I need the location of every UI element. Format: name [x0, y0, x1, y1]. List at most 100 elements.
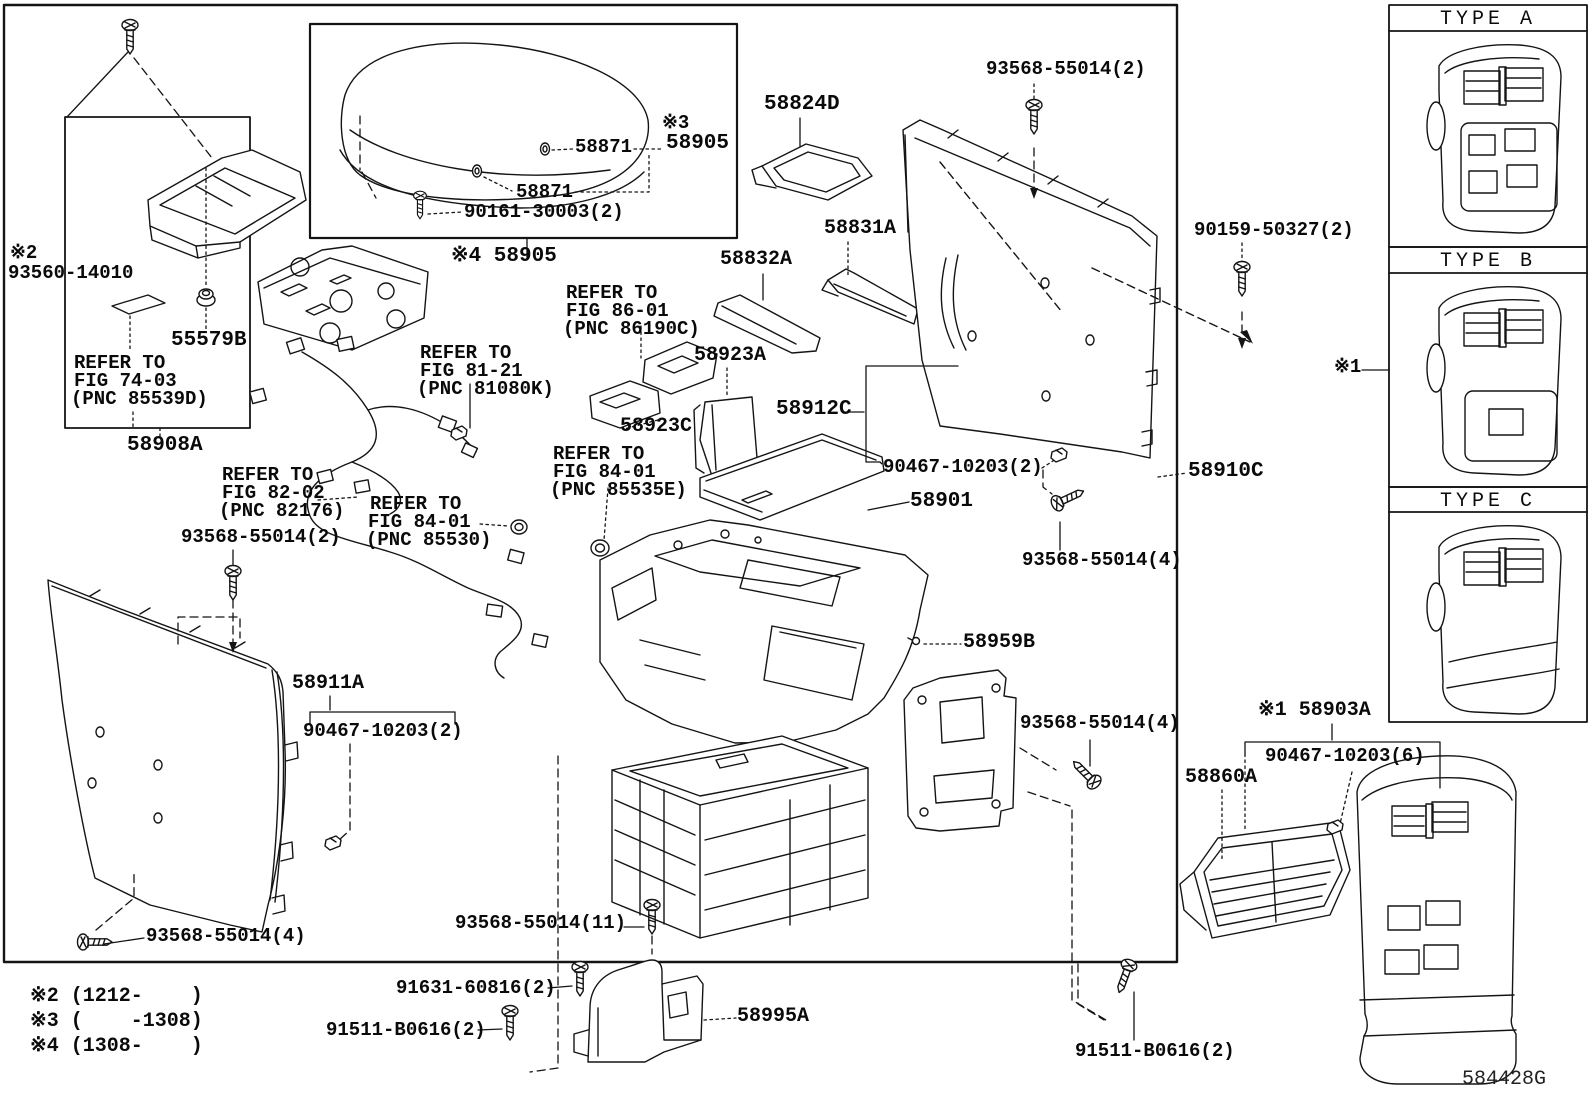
bolt-icon — [501, 1004, 519, 1041]
trim-58831A-drawing — [821, 268, 919, 325]
bracket-plate-drawing — [903, 669, 1017, 832]
wire-harness-drawing — [248, 335, 610, 679]
legend-line-4: ※4 (1308- ) — [30, 1035, 203, 1058]
ref-mark-3: ※3 — [662, 112, 690, 134]
rear-panel-58903A-drawing — [1356, 755, 1517, 1085]
pn-91511-B0616-right: 91511-B0616(2) — [1075, 1040, 1235, 1062]
ref-mark-2: ※2 — [10, 242, 38, 264]
pn-93568-55014-r4b: 93568-55014(4) — [1020, 712, 1180, 734]
note-fig82-line2: FIG 82-02 — [222, 482, 325, 504]
type-a-panel-drawing — [1426, 43, 1562, 234]
pn-90467-10203-left: 90467-10203(2) — [303, 720, 463, 742]
vent-58860A-drawing — [1179, 821, 1351, 939]
screw-icon — [76, 933, 113, 951]
rear-panel-58910C-drawing — [902, 119, 1251, 459]
type-b-header: TYPE B — [1439, 250, 1536, 273]
switch-58923C-drawing — [589, 341, 718, 429]
pn-93568-55014-bl4: 93568-55014(4) — [146, 925, 306, 947]
trim-58832A-drawing — [713, 294, 821, 354]
pn-90161-30003: 90161-30003(2) — [464, 201, 624, 223]
type-a-header: TYPE A — [1439, 8, 1536, 31]
note-fig74-line1: REFER TO — [74, 352, 166, 374]
pn-91511-B0616-left: 91511-B0616(2) — [326, 1019, 486, 1041]
note-fig86-line3: (PNC 86190C) — [563, 318, 700, 340]
gasket-58824D-drawing — [751, 143, 873, 201]
type-b-panel-drawing — [1426, 285, 1562, 476]
console-body-drawing — [599, 519, 929, 744]
pn-58860A: 58860A — [1185, 766, 1258, 789]
mat-58901-drawing — [699, 433, 885, 521]
console-upper-tray-drawing — [147, 149, 307, 259]
pn-93568-55014-left2: 93568-55014(2) — [181, 526, 341, 548]
clip-icon — [1050, 447, 1068, 463]
note-fig86-line2: FIG 86-01 — [566, 300, 669, 322]
pn-58871-a: 58871 — [575, 136, 633, 158]
ref-mark-1: ※1 — [1334, 356, 1362, 378]
pn-58901: 58901 — [910, 490, 974, 513]
pn-58908A: 58908A — [127, 434, 203, 457]
note-fig74-line3: (PNC 85539D) — [71, 388, 208, 410]
pn-58912C: 58912C — [776, 398, 852, 421]
pn-58824D: 58824D — [764, 93, 840, 116]
fasteners — [76, 18, 1344, 1041]
note-fig81-line2: FIG 81-21 — [420, 360, 523, 382]
pn-91631-60816: 91631-60816(2) — [396, 977, 556, 999]
pn-58832A: 58832A — [720, 248, 793, 271]
pn-58903A: ※1 58903A — [1258, 699, 1371, 722]
carrier-frame-drawing — [611, 735, 869, 939]
pin-icon — [907, 636, 921, 646]
note-fig84-line2: FIG 84-01 — [368, 511, 471, 533]
pn-58995A: 58995A — [737, 1005, 810, 1028]
pn-90467-10203-right: 90467-10203(2) — [883, 456, 1043, 478]
fuse-block-drawing — [257, 245, 429, 351]
screw-icon — [1025, 98, 1043, 135]
grommet-icon — [471, 142, 551, 178]
type-panel-frames — [1388, 4, 1588, 723]
pn-58905-a: 58905 — [666, 132, 730, 155]
pn-93568-55014-11: 93568-55014(11) — [455, 912, 627, 934]
note-fig84e-line1: REFER TO — [553, 443, 645, 465]
pn-58959B: 58959B — [963, 631, 1036, 654]
bracket-58995A-drawing — [573, 959, 704, 1063]
pn-58911A: 58911A — [292, 672, 365, 695]
screw-icon — [224, 564, 242, 601]
type-c-panel-drawing — [1426, 524, 1562, 715]
pn-58831A: 58831A — [824, 217, 897, 240]
nut-icon — [196, 288, 216, 307]
screw-icon — [1048, 483, 1088, 514]
pn-90159-50327: 90159-50327(2) — [1194, 219, 1354, 241]
note-fig82-line3: (PNC 82176) — [219, 500, 345, 522]
note-fig84-line1: REFER TO — [370, 493, 462, 515]
main-border — [2, 3, 1179, 964]
pn-58905-main: ※4 58905 — [451, 245, 557, 268]
pn-58923A: 58923A — [694, 344, 767, 367]
pn-58910C: 58910C — [1188, 460, 1264, 483]
screw-icon — [121, 18, 139, 55]
note-fig82-line1: REFER TO — [222, 464, 314, 486]
pn-93560-14010: 93560-14010 — [8, 262, 134, 284]
note-fig86-line1: REFER TO — [566, 282, 658, 304]
side-panel-58911A-drawing — [47, 579, 299, 933]
bolt-icon — [571, 960, 589, 997]
note-fig81-line1: REFER TO — [420, 342, 512, 364]
pn-93568-55014-top: 93568-55014(2) — [986, 58, 1146, 80]
note-fig81-line3: (PNC 81080K) — [417, 378, 554, 400]
arrowheads — [229, 188, 1253, 653]
pn-90467-10203-6: 90467-10203(6) — [1265, 745, 1425, 767]
note-fig74-line2: FIG 74-03 — [74, 370, 177, 392]
legend-line-3: ※3 ( -1308) — [30, 1010, 203, 1033]
screw-icon — [1233, 260, 1251, 297]
pn-58871-b: 58871 — [516, 181, 574, 203]
diagram-code: 584428G — [1462, 1068, 1547, 1091]
pn-93568-55014-r4a: 93568-55014(4) — [1022, 549, 1182, 571]
note-fig84e-line3: (PNC 85535E) — [550, 479, 687, 501]
legend-line-2: ※2 (1212- ) — [30, 985, 203, 1008]
pn-55579B: 55579B — [171, 329, 247, 352]
note-fig84e-line2: FIG 84-01 — [553, 461, 656, 483]
screw-icon — [1067, 755, 1105, 793]
screw-icon — [413, 190, 427, 220]
clip-icon — [324, 835, 342, 851]
armrest-lid-drawing — [339, 42, 650, 209]
